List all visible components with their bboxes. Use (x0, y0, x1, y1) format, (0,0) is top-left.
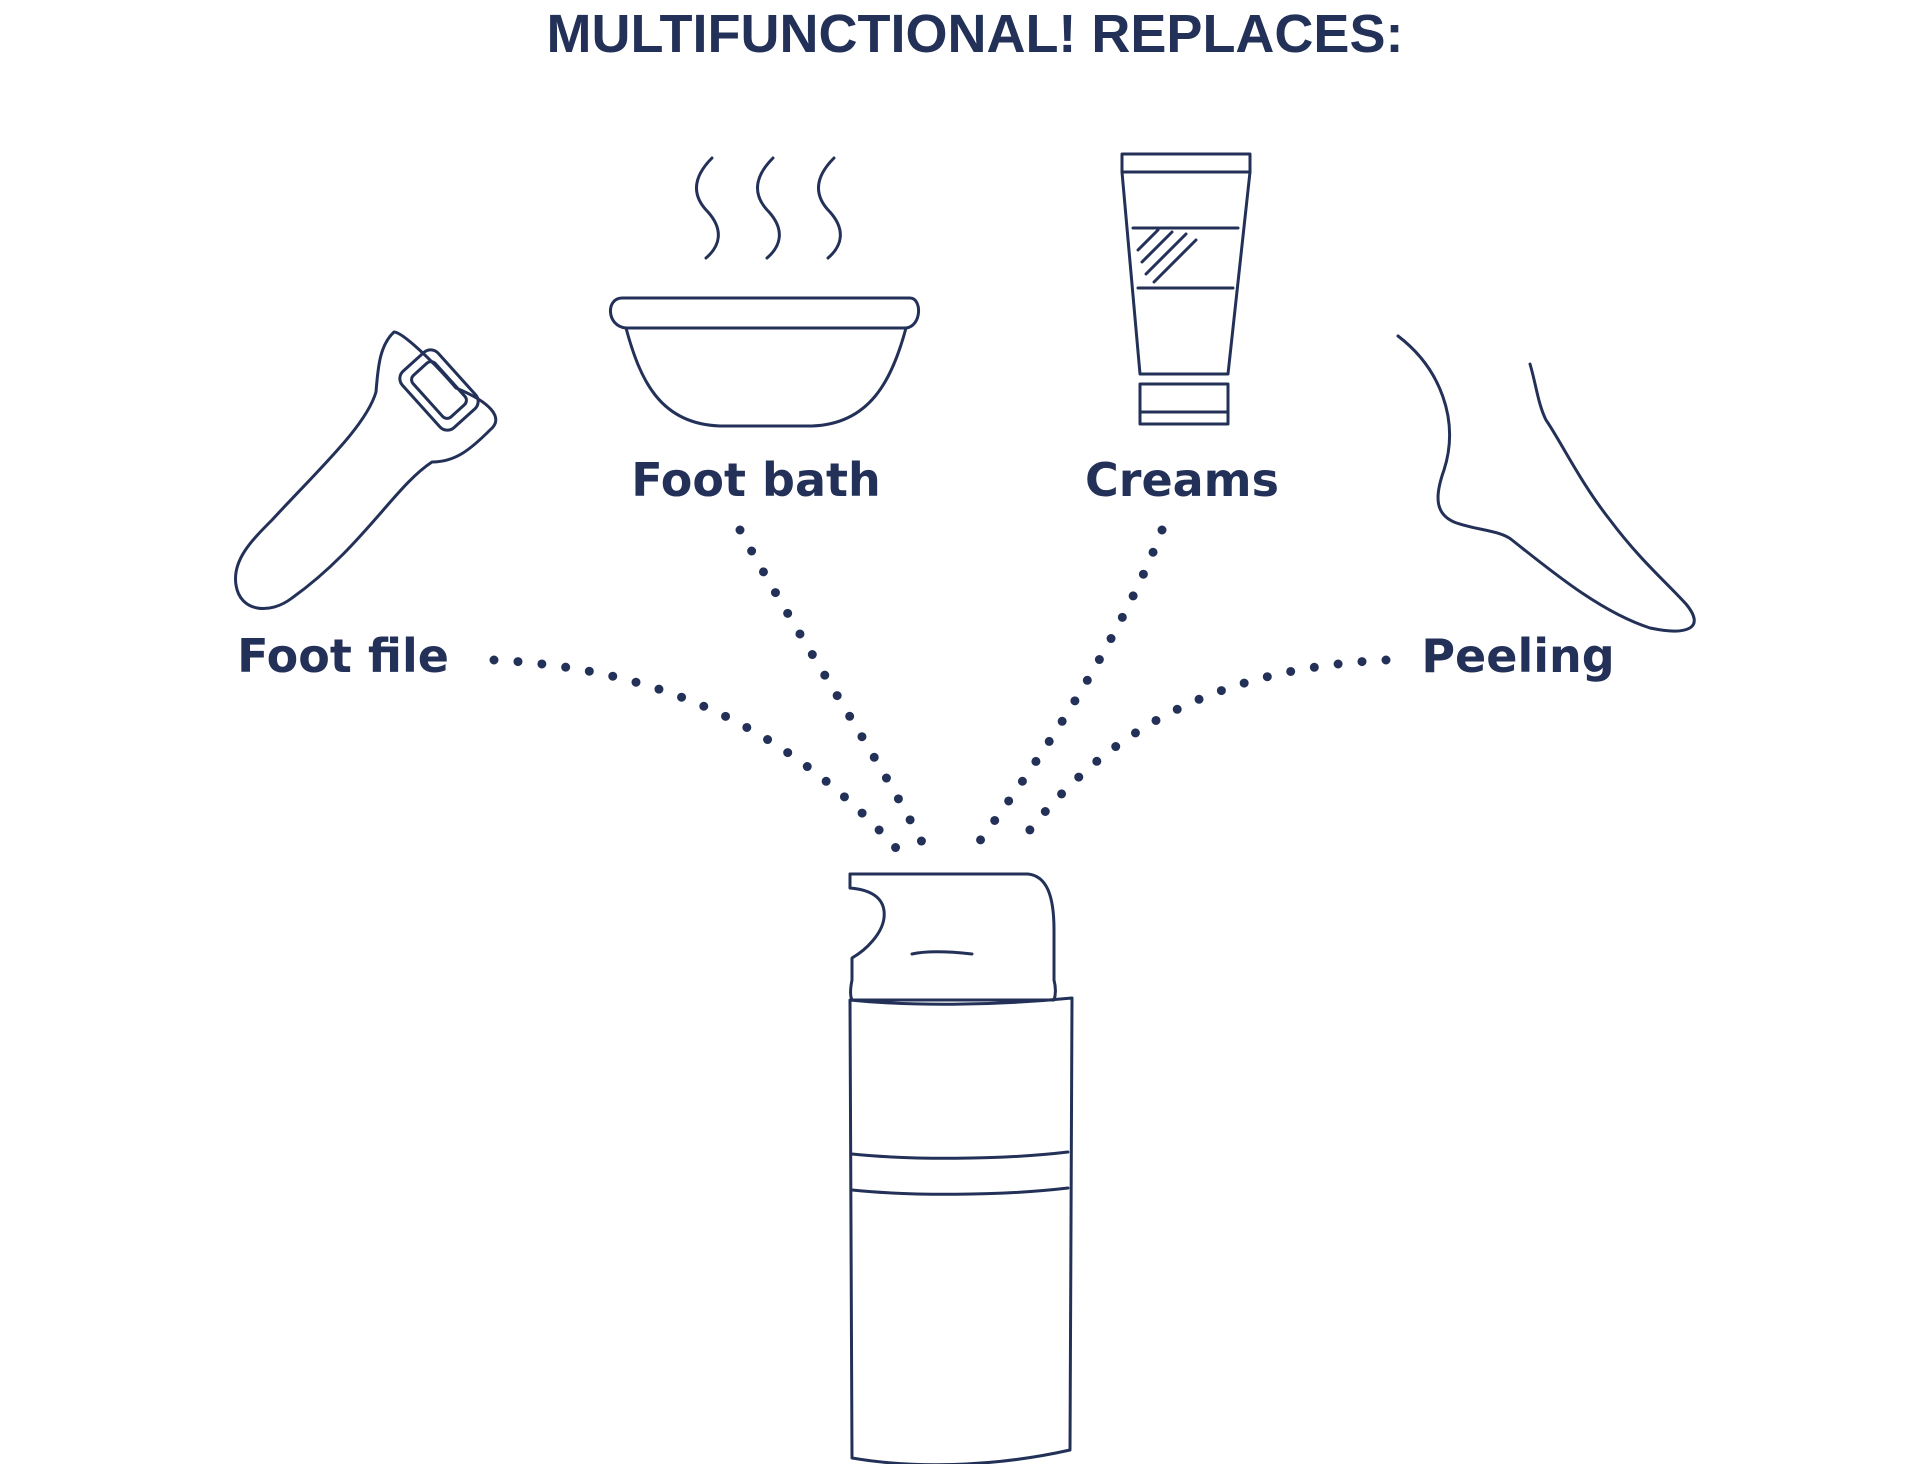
item-label-foot-file: Foot file (237, 629, 449, 683)
foot-icon (1396, 334, 1696, 633)
spray-dotted-line-creams (971, 525, 1167, 851)
spray-dotted-line-foot-file (489, 655, 901, 853)
pump-bottle-icon (848, 872, 1074, 1464)
steaming-bowl-icon (609, 156, 920, 428)
spray-dotted-line-peeling (1011, 655, 1391, 853)
item-label-peeling: Peeling (1421, 629, 1614, 683)
cream-tube-icon (1120, 152, 1252, 426)
spray-dotted-line-foot-bath (735, 525, 929, 851)
item-label-creams: Creams (1085, 453, 1279, 507)
item-label-foot-bath: Foot bath (631, 453, 880, 507)
page-title: MULTIFUNCTIONAL! REPLACES: (547, 4, 1404, 64)
foot-file-roller-icon (233, 330, 498, 611)
